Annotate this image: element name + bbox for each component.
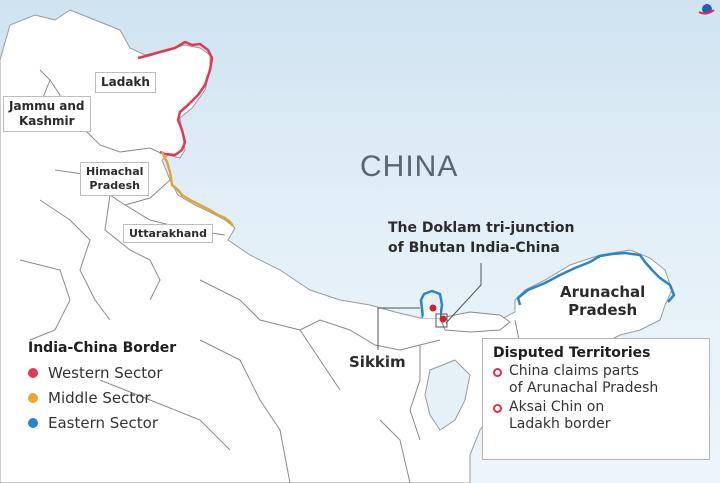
western-sector-border <box>137 40 214 157</box>
eastern-sector-border-arunachal <box>516 251 676 306</box>
arunachal-text-2: Pradesh <box>568 301 638 319</box>
legend-item-middle: Middle Sector <box>28 385 176 410</box>
legend-item-western: Western Sector <box>28 360 176 385</box>
jammu-kashmir-text-1: Jammu and <box>9 99 85 113</box>
middle-sector-border <box>160 151 234 227</box>
legend-label: Middle Sector <box>48 388 151 407</box>
doklam-callout-line2: of Bhutan India-China <box>388 240 560 256</box>
disputed-item-line2: of Arunachal Pradesh <box>509 380 659 396</box>
sikkim-label: Sikkim <box>349 353 406 371</box>
bangladesh-region <box>424 359 471 431</box>
jammu-kashmir-label: Jammu and Kashmir <box>3 96 91 132</box>
doklam-callout-line1: The Doklam tri-junction <box>388 220 575 236</box>
disputed-title: Disputed Territories <box>493 345 651 361</box>
legend-label: Western Sector <box>48 363 163 382</box>
arunachal-text-1: Arunachal <box>560 283 646 301</box>
eastern-sector-border-sikkim <box>419 289 444 319</box>
himachal-text-2: Pradesh <box>89 179 141 192</box>
eastern-dot-icon <box>28 417 38 428</box>
doklam-box <box>435 313 448 328</box>
disputed-territories-box: Disputed Territories China claims parts … <box>482 338 710 460</box>
arunachal-label: Arunachal Pradesh <box>560 283 645 319</box>
ring-bullet-icon <box>493 404 502 413</box>
legend-item-eastern: Eastern Sector <box>28 410 176 435</box>
bhutan-region <box>439 311 511 333</box>
disputed-item: China claims parts of Arunachal Pradesh <box>493 363 699 397</box>
doklam-pointer-line <box>445 263 482 324</box>
doklam-marker <box>439 315 447 323</box>
doklam-callout: The Doklam tri-junction of Bhutan India-… <box>388 218 574 258</box>
legend-title: India-China Border <box>28 340 177 356</box>
publisher-logo-icon <box>698 4 715 15</box>
disputed-item: Aksai Chin on Ladakh border <box>493 399 699 433</box>
uttarakhand-label: Uttarakhand <box>123 224 213 243</box>
himachal-label: Himachal Pradesh <box>80 162 150 196</box>
uttarakhand-text: Uttarakhand <box>129 227 207 240</box>
disputed-item-line1: Aksai Chin on <box>509 399 605 415</box>
sikkim-marker <box>429 304 437 312</box>
himachal-text-1: Himachal <box>86 165 144 178</box>
western-dot-icon <box>28 367 38 378</box>
ladakh-label: Ladakh <box>95 72 156 93</box>
ring-bullet-icon <box>493 368 502 377</box>
jammu-kashmir-text-2: Kashmir <box>18 114 75 128</box>
sikkim-pointer-line <box>377 307 420 350</box>
middle-dot-icon <box>28 392 38 403</box>
disputed-item-line1: China claims parts <box>509 363 639 379</box>
border-legend: India-China Border Western Sector Middle… <box>28 340 176 435</box>
china-label: CHINA <box>360 150 459 183</box>
legend-label: Eastern Sector <box>48 413 158 432</box>
disputed-item-line2: Ladakh border <box>509 416 611 432</box>
ladakh-text: Ladakh <box>101 75 150 89</box>
